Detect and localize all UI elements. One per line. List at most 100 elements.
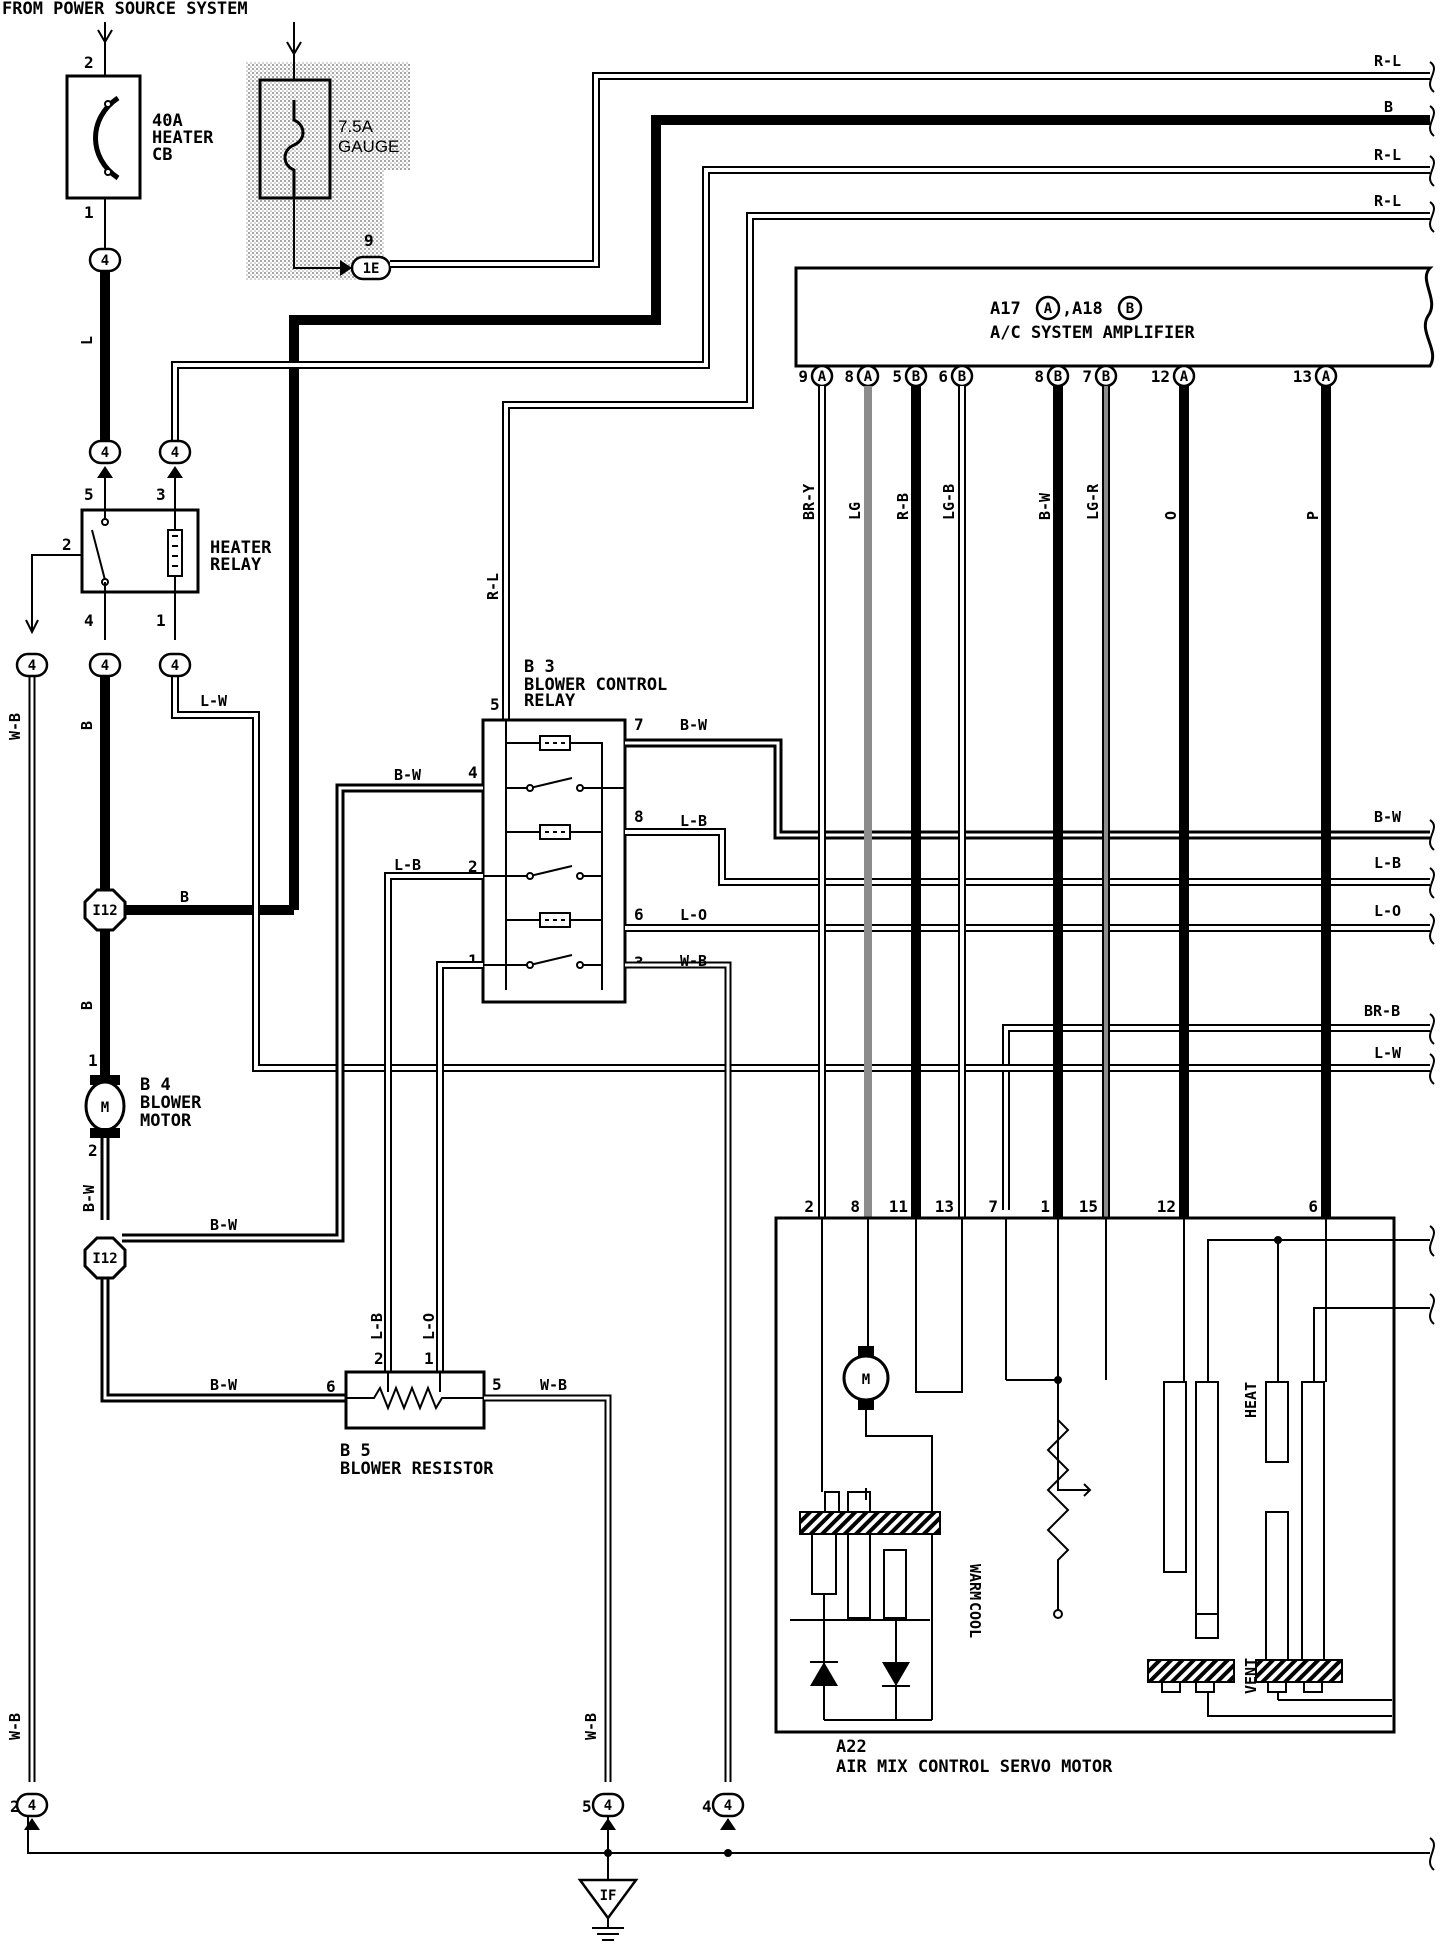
connector-arrow — [720, 1818, 736, 1830]
servo-name: AIR MIX CONTROL SERVO MOTOR — [836, 1757, 1113, 1777]
resistor-ref: B 5 — [340, 1441, 371, 1461]
wire-bw-b3-label: B-W — [680, 716, 708, 734]
amp-pin-0: A9 — [798, 364, 834, 388]
wire-rl-2-label: R-L — [1374, 146, 1401, 164]
connector-4-relay-bottom-left: 4 — [88, 652, 122, 678]
main-b-line — [100, 675, 299, 1075]
amp-ref-2: A18 — [1072, 299, 1103, 319]
blower-motor: M 1 2 B 4 BLOWER MOTOR — [84, 1051, 202, 1220]
connector-4-wb-left: 4 — [15, 652, 49, 678]
connector-arrow — [167, 466, 183, 478]
connector-4-bottom-mid: 4 — [591, 1792, 625, 1818]
wire-rl-vertical-label: R-L — [484, 573, 502, 600]
b3-left-wires — [122, 783, 732, 1782]
connector-i12-lower: I12 — [83, 1236, 127, 1280]
wire-lb-pin2-label: L-B — [394, 856, 421, 874]
wire-b-label: B — [1384, 98, 1393, 116]
connector-i12-upper: I12 — [83, 888, 127, 932]
ground-if: IF — [577, 1815, 732, 1941]
connector-4-label: 4 — [171, 658, 179, 674]
wire-lo-b3-label: L-O — [680, 906, 707, 924]
bcr-pin-4: 4 — [468, 763, 478, 782]
connector-4-relay-bottom-right: 4 — [158, 652, 192, 678]
connector-4-label: 4 — [28, 658, 36, 674]
resistor-name: BLOWER RESISTOR — [340, 1459, 494, 1479]
motor-pin-2: 2 — [88, 1141, 98, 1160]
bcr-pin-5: 5 — [490, 695, 500, 714]
wire-lw-label: L-W — [200, 692, 228, 710]
amp-wire-label-0: BR-Y — [800, 484, 818, 520]
servo-pin-5: 1 — [1040, 1197, 1050, 1216]
wire-bw-right-label: B-W — [1374, 808, 1402, 826]
res-pin-6: 6 — [326, 1377, 336, 1396]
wire-b-upper-label: B — [78, 721, 96, 730]
amp-pin-conn: A — [1322, 369, 1331, 385]
motor-name-1: BLOWER — [140, 1093, 202, 1113]
wire-bw-motor-label: B-W — [80, 1184, 98, 1212]
amp-conn-b: B — [1126, 301, 1134, 317]
cb-name-2: CB — [152, 145, 172, 165]
amp-pin-1: A8 — [844, 364, 880, 388]
blower-control-relay: B 3 BLOWER CONTROL RELAY 5 7 4 8 2 6 1 3 — [468, 657, 667, 1004]
connector-4-label: 4 — [101, 658, 109, 674]
amp-pin-4: B8 — [1034, 364, 1070, 388]
amp-pin-conn: B — [912, 369, 920, 385]
connector-4-label: 4 — [724, 1798, 732, 1814]
cb-pin-out: 1 — [84, 203, 94, 222]
connector-i12-label: I12 — [92, 1251, 117, 1267]
wire-b-lower-label: B — [78, 1001, 96, 1010]
wire-bw-resistor-label: B-W — [210, 1376, 238, 1394]
amp-wire-label-1: LG — [846, 502, 864, 520]
res-pin-2: 2 — [374, 1349, 384, 1368]
amp-wire-label-2: R-B — [894, 493, 912, 520]
ac-system-amplifier: A17 A , A18 B A/C SYSTEM AMPLIFIER — [794, 266, 1435, 368]
servo-pin-8: 6 — [1308, 1197, 1318, 1216]
b3-right-wires — [171, 675, 1435, 1210]
cb-rating: 40A — [152, 111, 183, 131]
relay-pin-5: 5 — [84, 485, 94, 504]
air-mix-servo-motor: A22 AIR MIX CONTROL SERVO MOTOR M WARM C… — [774, 1216, 1435, 1777]
amp-pin-conn: B — [1054, 369, 1062, 385]
wire-wb-resistor-down-label: W-B — [582, 1713, 600, 1740]
amp-pin-number: 8 — [844, 367, 854, 386]
amp-pin-number: 12 — [1151, 367, 1170, 386]
i12-to-resistor — [100, 1258, 346, 1403]
ground-label: IF — [600, 1888, 617, 1904]
amp-wire-label-3: LG-B — [940, 484, 958, 520]
wire-bw-pin4-label: B-W — [394, 766, 422, 784]
amp-pin-number: 7 — [1082, 367, 1092, 386]
connector-4-bottom-left: 4 — [15, 1792, 49, 1818]
amp-wire-label-4: B-W — [1036, 492, 1054, 520]
bcr-name-1: BLOWER CONTROL — [524, 675, 667, 695]
bcr-pin-6: 6 — [634, 905, 644, 924]
amp-pin-number: 5 — [892, 367, 902, 386]
res-pin-5: 5 — [492, 1375, 502, 1394]
amp-pin-conn: A — [818, 369, 827, 385]
connector-4-bottom-right: 4 — [711, 1792, 745, 1818]
bcr-pin-8: 8 — [634, 807, 644, 826]
wire-lb-right-label: L-B — [1374, 854, 1401, 872]
wire-lw-right-label: L-W — [1374, 1044, 1402, 1062]
servo-heat: HEAT — [1242, 1382, 1260, 1418]
gauge-rating: 7.5A — [338, 117, 374, 136]
servo-pin-3: 13 — [935, 1197, 954, 1216]
servo-pin-6: 15 — [1079, 1197, 1098, 1216]
amp-pin-6: A12 — [1151, 364, 1196, 388]
connector-4-label: 4 — [101, 253, 109, 269]
servo-ref: A22 — [836, 1737, 867, 1757]
cb-pin-in: 2 — [84, 53, 94, 72]
wire-rl-3-label: R-L — [1374, 192, 1401, 210]
wire-wb-resistor-label: W-B — [540, 1376, 567, 1394]
amp-pin-7: A13 — [1293, 364, 1338, 388]
servo-pin-1: 8 — [850, 1197, 860, 1216]
connector-4-relay-top-left: 4 — [88, 439, 122, 465]
bottom-pin: 2 — [10, 1797, 20, 1816]
connector-4-relay-top-right: 4 — [158, 439, 192, 465]
amp-pin-2: B5 — [892, 364, 928, 388]
wire-wb-pin3-label: W-B — [680, 952, 707, 970]
bcr-ref: B 3 — [524, 657, 555, 677]
wire-brb-right-label: BR-B — [1364, 1002, 1400, 1020]
connector-i12-label: I12 — [92, 903, 117, 919]
servo-internal-line-2 — [915, 1218, 963, 1393]
